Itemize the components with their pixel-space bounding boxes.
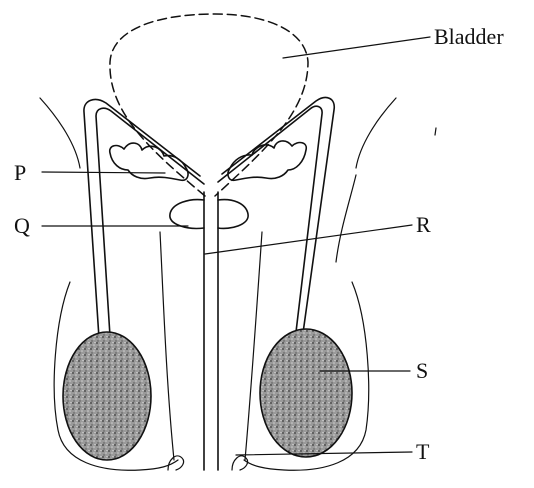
label-r: R <box>416 212 431 237</box>
stray-mark <box>435 128 436 135</box>
leader-bladder <box>283 37 430 58</box>
testis-left <box>63 332 151 460</box>
foreskin-curl-left <box>168 456 184 470</box>
body-outline-right-lower <box>336 175 356 262</box>
label-t: T <box>416 439 430 464</box>
prostate-gland <box>170 200 248 229</box>
label-p: P <box>14 160 26 185</box>
vas-deferens-right-inner <box>218 106 322 332</box>
penis-outline-left <box>160 232 174 460</box>
penis-outline-right <box>245 232 262 460</box>
leader-p <box>42 172 165 173</box>
label-bladder: Bladder <box>434 24 504 49</box>
label-q: Q <box>14 213 30 238</box>
bladder-outline <box>110 14 308 196</box>
vas-deferens-left-inner <box>96 108 204 336</box>
vas-deferens-right-outer <box>222 98 334 333</box>
foreskin-curl-right <box>232 456 248 470</box>
body-outline-right <box>356 98 396 168</box>
body-outline-left <box>40 98 80 168</box>
label-s: S <box>416 358 428 383</box>
testis-right <box>260 329 352 457</box>
